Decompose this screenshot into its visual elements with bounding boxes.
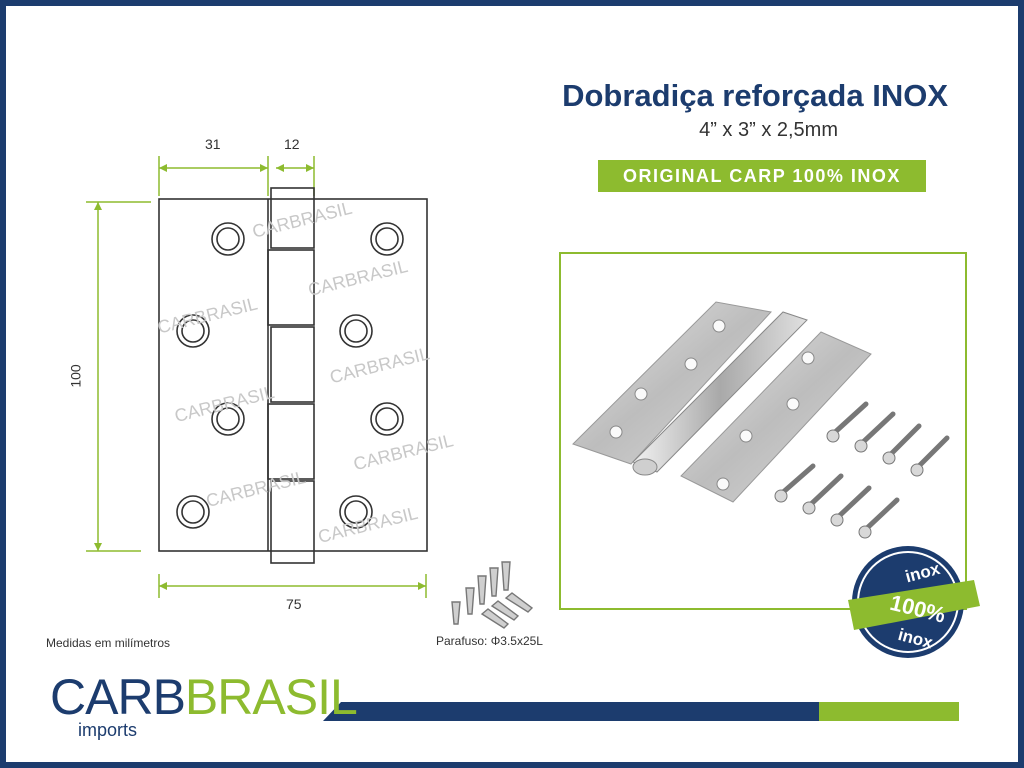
technical-drawing: CARBRASIL CARBRASIL CARBRASIL CARBRASIL … bbox=[86, 156, 534, 629]
dim-height: 100 bbox=[67, 364, 84, 388]
screw-caption: Parafuso: Φ3.5x25L bbox=[436, 634, 543, 648]
watermark-text: CARBRASIL bbox=[328, 343, 432, 387]
watermark-text: CARBRASIL bbox=[351, 430, 455, 474]
logo-sub: imports bbox=[78, 720, 138, 740]
product-title: Dobradiça reforçada INOX bbox=[562, 78, 948, 113]
logo-part-carb: CARB bbox=[50, 669, 186, 725]
screws-illustration bbox=[451, 561, 534, 629]
carbrasil-logo: CARBBRASIL imports bbox=[50, 669, 358, 741]
logo-part-brasil: BRASIL bbox=[184, 669, 358, 725]
watermark-text: CARBRASIL bbox=[204, 467, 308, 511]
units-note: Medidas em milímetros bbox=[46, 636, 171, 650]
hinge-photo-illustration bbox=[572, 301, 950, 539]
watermark-text: CARBRASIL bbox=[172, 382, 276, 426]
watermark-text: CARBRASIL bbox=[316, 503, 420, 547]
product-dimensions: 4” x 3” x 2,5mm bbox=[699, 119, 838, 141]
dim-left-leaf: 31 bbox=[205, 136, 221, 152]
watermark-text: CARBRASIL bbox=[156, 293, 260, 337]
dim-width: 75 bbox=[286, 596, 302, 612]
watermark-text: CARBRASIL bbox=[250, 198, 354, 242]
footer-stripe-blue bbox=[323, 702, 819, 721]
original-badge: ORIGINAL CARP 100% INOX bbox=[598, 160, 926, 192]
watermark-text: CARBRASIL bbox=[306, 256, 410, 300]
inox-seal: inox 100% inox bbox=[848, 546, 980, 658]
dim-knuckle: 12 bbox=[284, 136, 300, 152]
footer-stripe-green bbox=[819, 702, 959, 721]
